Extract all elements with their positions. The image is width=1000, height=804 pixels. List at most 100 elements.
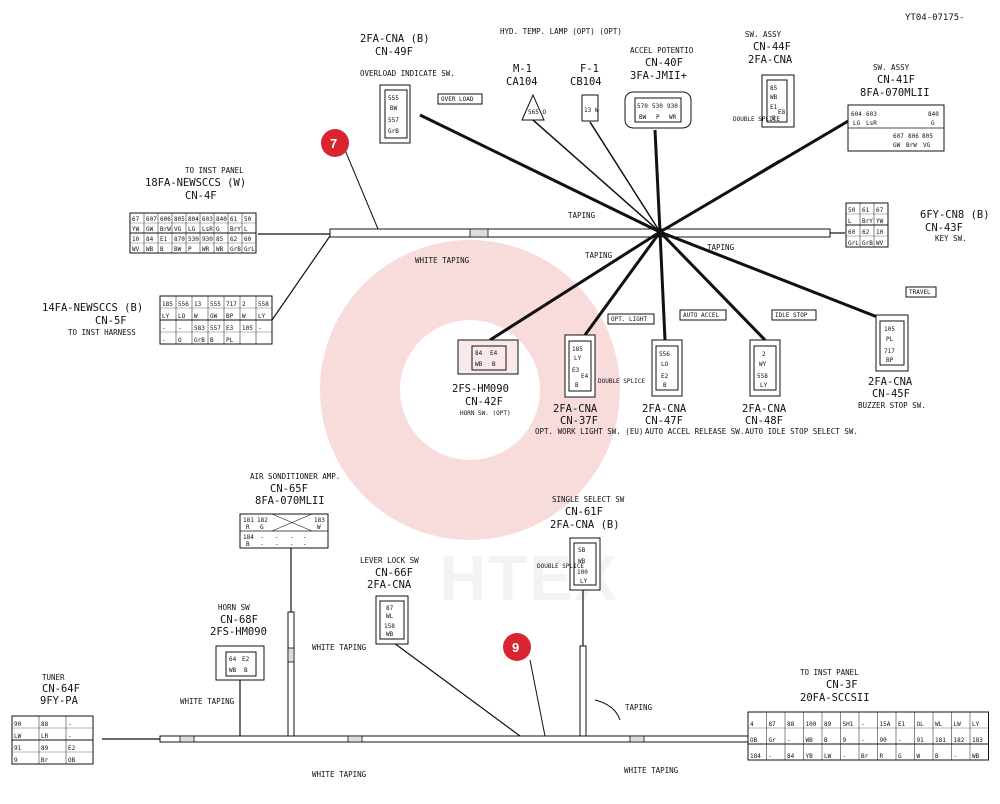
singlesel-note: DOUBLE SPLICE (537, 563, 584, 570)
cn4f-grid-cell: 530 (188, 236, 199, 243)
svg-text:604: 604 (851, 111, 862, 118)
cn4f-grid-cell: 870 (174, 236, 185, 243)
svg-text:BW: BW (390, 105, 398, 112)
cn4f-grid-cell: L (244, 226, 248, 233)
svg-text:717: 717 (884, 348, 895, 355)
svg-text:182: 182 (257, 517, 268, 524)
svg-text:555: 555 (388, 95, 399, 102)
svg-text:VG: VG (923, 142, 931, 149)
worklight-name: OPT. WORK LIGHT SW. (EU) (535, 427, 643, 436)
cn3f-grid-cell: W (917, 753, 921, 760)
cn5f-grid-cell: GrB (194, 337, 205, 344)
aircon-code: CN-65F (270, 483, 308, 495)
cn3f-grid-cell: E1 (898, 721, 906, 728)
singlesel-type: 2FA-CNA (B) (550, 519, 620, 531)
cn4f-grid-cell: BrY (230, 226, 241, 233)
svg-text:LY: LY (760, 382, 768, 389)
svg-text:LsR: LsR (866, 120, 877, 127)
svg-text:85: 85 (770, 85, 778, 92)
white-taping-label-3: WHITE TAPING (312, 643, 367, 652)
connector-cn40f: 570 530 930 BW P WR (624, 91, 692, 129)
svg-text:BP: BP (886, 357, 894, 364)
svg-text:GrB: GrB (388, 128, 399, 135)
buzzer-type: 2FA-CNA (868, 376, 913, 388)
worklight-type: 2FA-CNA (553, 403, 598, 415)
svg-text:W: W (317, 524, 321, 531)
cn64f-grid-cell: 91 (14, 745, 22, 752)
cn3f-grid-cell: WB (806, 737, 814, 744)
cn5f-grid-cell: 717 (226, 301, 237, 308)
svg-text:E4: E4 (490, 350, 498, 357)
svg-text:E8: E8 (778, 109, 786, 116)
overload-code: CN-49F (375, 46, 413, 58)
svg-text:556: 556 (659, 351, 670, 358)
worklight-note: DOUBLE SPLICE (598, 378, 645, 385)
svg-text:570: 570 (637, 103, 648, 110)
svg-text:R: R (246, 524, 250, 531)
f1-box (581, 94, 599, 122)
hyd-temp-name: HYD. TEMP. LAMP (OPT) (OPT) (500, 27, 622, 36)
cn4f-grid-cell: BrW (160, 226, 171, 233)
cn5f-grid-cell: 2 (242, 301, 246, 308)
overload-name: OVERLOAD INDICATE SW. (360, 69, 455, 78)
cn64f-grid-cell: OB (68, 757, 76, 764)
cn64f-grid-cell: 9 (14, 757, 18, 764)
cn3f-grid-cell: - (898, 737, 902, 744)
cn43f-grid-cell: 61 (862, 207, 870, 214)
cn5f-grid-cell: E3 (226, 325, 234, 332)
svg-text:LY: LY (580, 578, 588, 585)
svg-text:-: - (290, 541, 294, 548)
cn4f-grid-cell: 84 (146, 236, 154, 243)
svg-text:158: 158 (384, 623, 395, 630)
cn3f-grid-cell: - (843, 753, 847, 760)
svg-text:806: 806 (908, 133, 919, 140)
svg-text:100: 100 (577, 569, 588, 576)
cn3f-grid-cell: 89 (824, 721, 832, 728)
connector-cn65f: 181 182 183 R G W 184 - - - - B - - - - (239, 513, 329, 549)
f1-label: F-1 (580, 63, 599, 75)
connector-cn68f: 64 E2 WB B (215, 645, 265, 681)
cn3f-code: CN-3F (826, 679, 858, 691)
cn4f-grid-cell: P (188, 246, 192, 253)
accel-name: ACCEL POTENTIO (630, 46, 694, 55)
cn3f-grid-cell: B (824, 737, 828, 744)
cn4f-name: TO INST PANEL (185, 166, 244, 175)
cn4f-grid-cell: 10 (132, 236, 140, 243)
cn64f-grid-cell: E2 (68, 745, 76, 752)
cn4f-grid-cell: GrB (230, 246, 241, 253)
cn3f-grid-cell: OL (917, 721, 925, 728)
branch-aircon (287, 611, 295, 737)
svg-text:603: 603 (866, 111, 877, 118)
cn5f-grid-cell: W (194, 313, 198, 320)
horn42-name: HORN SW. (OPT) (460, 410, 511, 417)
svg-text:84: 84 (475, 350, 483, 357)
horn68-code: CN-68F (220, 614, 258, 626)
white-taping-label-1: WHITE TAPING (415, 256, 470, 265)
accel-type: 3FA-JMII+ (630, 70, 687, 82)
cn5f-grid-cell: LO (178, 313, 186, 320)
svg-text:64: 64 (229, 656, 237, 663)
cn4f-grid-cell: WB (216, 246, 224, 253)
overload-flag: OVER LOAD (441, 96, 474, 103)
cn3f-grid-cell: WL (935, 721, 943, 728)
cn4f-grid-cell: 85 (216, 236, 224, 243)
cn43f-grid-cell: L (848, 218, 852, 225)
m1-label: M-1 (513, 63, 532, 75)
worklight-code: CN-37F (560, 415, 598, 427)
cn43f-grid-cell: YW (876, 218, 884, 225)
svg-text:87: 87 (386, 605, 394, 612)
svg-text:840: 840 (928, 111, 939, 118)
cn5f-grid-cell: O (178, 337, 182, 344)
cn43f-grid-cell: GrL (848, 240, 859, 247)
leverlock-type: 2FA-CNA (367, 579, 412, 591)
cn43f-grid-cell: GrB (862, 240, 873, 247)
tuner-code: CN-64F (42, 683, 80, 695)
svg-text:B: B (244, 667, 248, 674)
aircon-type: 8FA-070MLII (255, 495, 325, 507)
svg-text:-: - (275, 534, 279, 541)
cn43f-grid-cell: 62 (862, 229, 870, 236)
branch-single-select (579, 645, 587, 737)
